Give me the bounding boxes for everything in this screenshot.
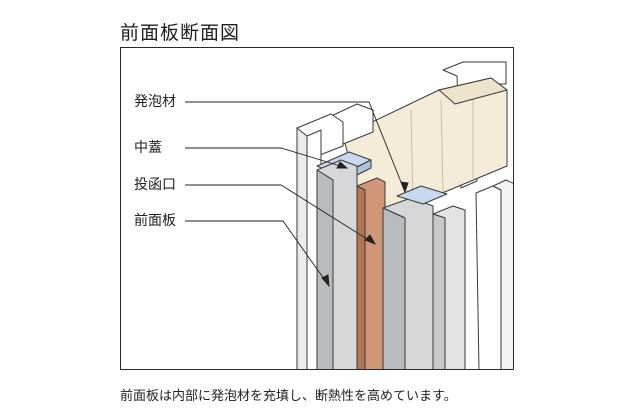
label-front-panel: 前面板 [134, 213, 176, 229]
caption: 前面板は内部に発泡材を充填し、断熱性を高めています。 [120, 389, 457, 404]
back-right-panel [475, 185, 502, 369]
diagram-frame [120, 47, 514, 370]
cross-section-illustration [185, 61, 513, 369]
back-right-edge [492, 179, 513, 369]
label-slot: 投函口 [134, 177, 176, 193]
label-middle-lid: 中蓋 [134, 140, 162, 156]
label-foam: 発泡材 [134, 94, 176, 110]
diagram-title: 前面板断面図 [120, 22, 241, 44]
